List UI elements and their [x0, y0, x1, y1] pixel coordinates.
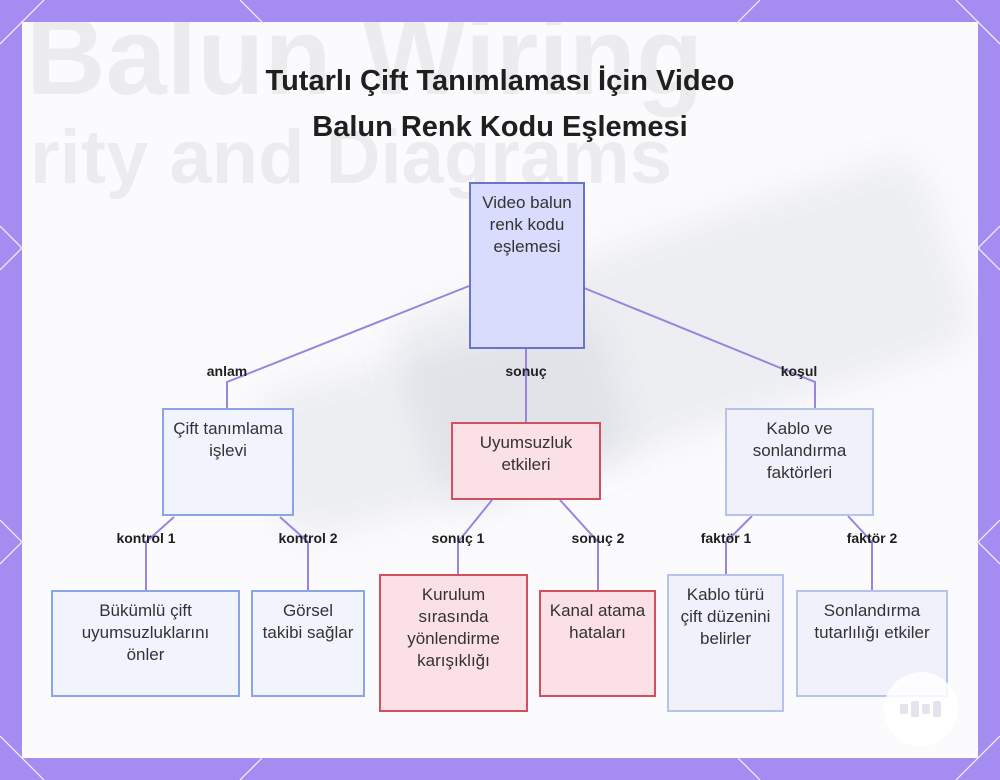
edge-label-kontrol2: kontrol 2: [278, 530, 338, 546]
edge-cable-termination: [847, 515, 873, 592]
node-twisted-pair: Bükümlü çift uyumsuzluklarını önler: [51, 590, 240, 697]
node-install-confusion-label: Kurulum sırasında yönlendirme karışıklığ…: [407, 585, 500, 670]
node-channel-errors-label: Kanal atama hataları: [549, 601, 646, 642]
node-cable-type: Kablo türü çift düzenini belirler: [667, 574, 784, 712]
edge-label-faktor1: faktör 1: [700, 530, 752, 546]
node-termination-consistency-label: Sonlandırma tutarlılığı etkiler: [814, 601, 930, 642]
node-cable-termination-factors: Kablo ve sonlandırma faktörleri: [725, 408, 874, 516]
edge-label-sonuc2: sonuç 2: [571, 530, 625, 546]
edge-root-pair-id: [226, 285, 470, 410]
node-cable-type-label: Kablo türü çift düzenini belirler: [680, 585, 771, 648]
edge-label-anlam: anlam: [206, 363, 248, 379]
edge-mismatch-channel: [559, 499, 599, 592]
node-visual-tracking-label: Görsel takibi sağlar: [262, 601, 354, 642]
node-channel-errors: Kanal atama hataları: [539, 590, 656, 697]
node-install-confusion: Kurulum sırasında yönlendirme karışıklığ…: [379, 574, 528, 712]
node-pair-identification-label: Çift tanımlama işlevi: [173, 419, 283, 460]
edge-pair-visual: [279, 516, 309, 592]
node-twisted-pair-label: Bükümlü çift uyumsuzluklarını önler: [81, 601, 210, 664]
node-pair-identification: Çift tanımlama işlevi: [162, 408, 294, 516]
edge-root-cable: [583, 287, 816, 410]
connector-lines: [145, 285, 873, 592]
page-title-line-1: Tutarlı Çift Tanımlaması İçin Video: [265, 65, 735, 97]
edge-label-sonuc1: sonuç 1: [431, 530, 485, 546]
logo-icon: [900, 701, 941, 717]
brand-logo: [884, 672, 958, 746]
edge-mismatch-install: [457, 499, 493, 576]
node-mismatch-effects: Uyumsuzluk etkileri: [451, 422, 601, 500]
edge-label-kontrol1: kontrol 1: [116, 530, 176, 546]
diagram-card: Balun Wiring rity and Diagrams Tutarlı Ç…: [22, 22, 978, 758]
node-mismatch-effects-label: Uyumsuzluk etkileri: [479, 433, 573, 474]
node-root-label: Video balun renk kodu eşlemesi: [482, 193, 572, 256]
node-root: Video balun renk kodu eşlemesi: [469, 182, 585, 349]
edge-pair-twisted: [145, 516, 175, 592]
edge-label-faktor2: faktör 2: [846, 530, 898, 546]
node-cable-termination-factors-label: Kablo ve sonlandırma faktörleri: [752, 419, 847, 482]
page-title-line-2: Balun Renk Kodu Eşlemesi: [312, 111, 688, 143]
watermark-line-1: Balun Wiring: [26, 22, 704, 118]
node-visual-tracking: Görsel takibi sağlar: [251, 590, 365, 697]
edge-label-kosul: koşul: [780, 363, 818, 379]
edge-label-sonuc: sonuç: [505, 363, 547, 379]
edge-cable-cabletype: [725, 515, 753, 576]
